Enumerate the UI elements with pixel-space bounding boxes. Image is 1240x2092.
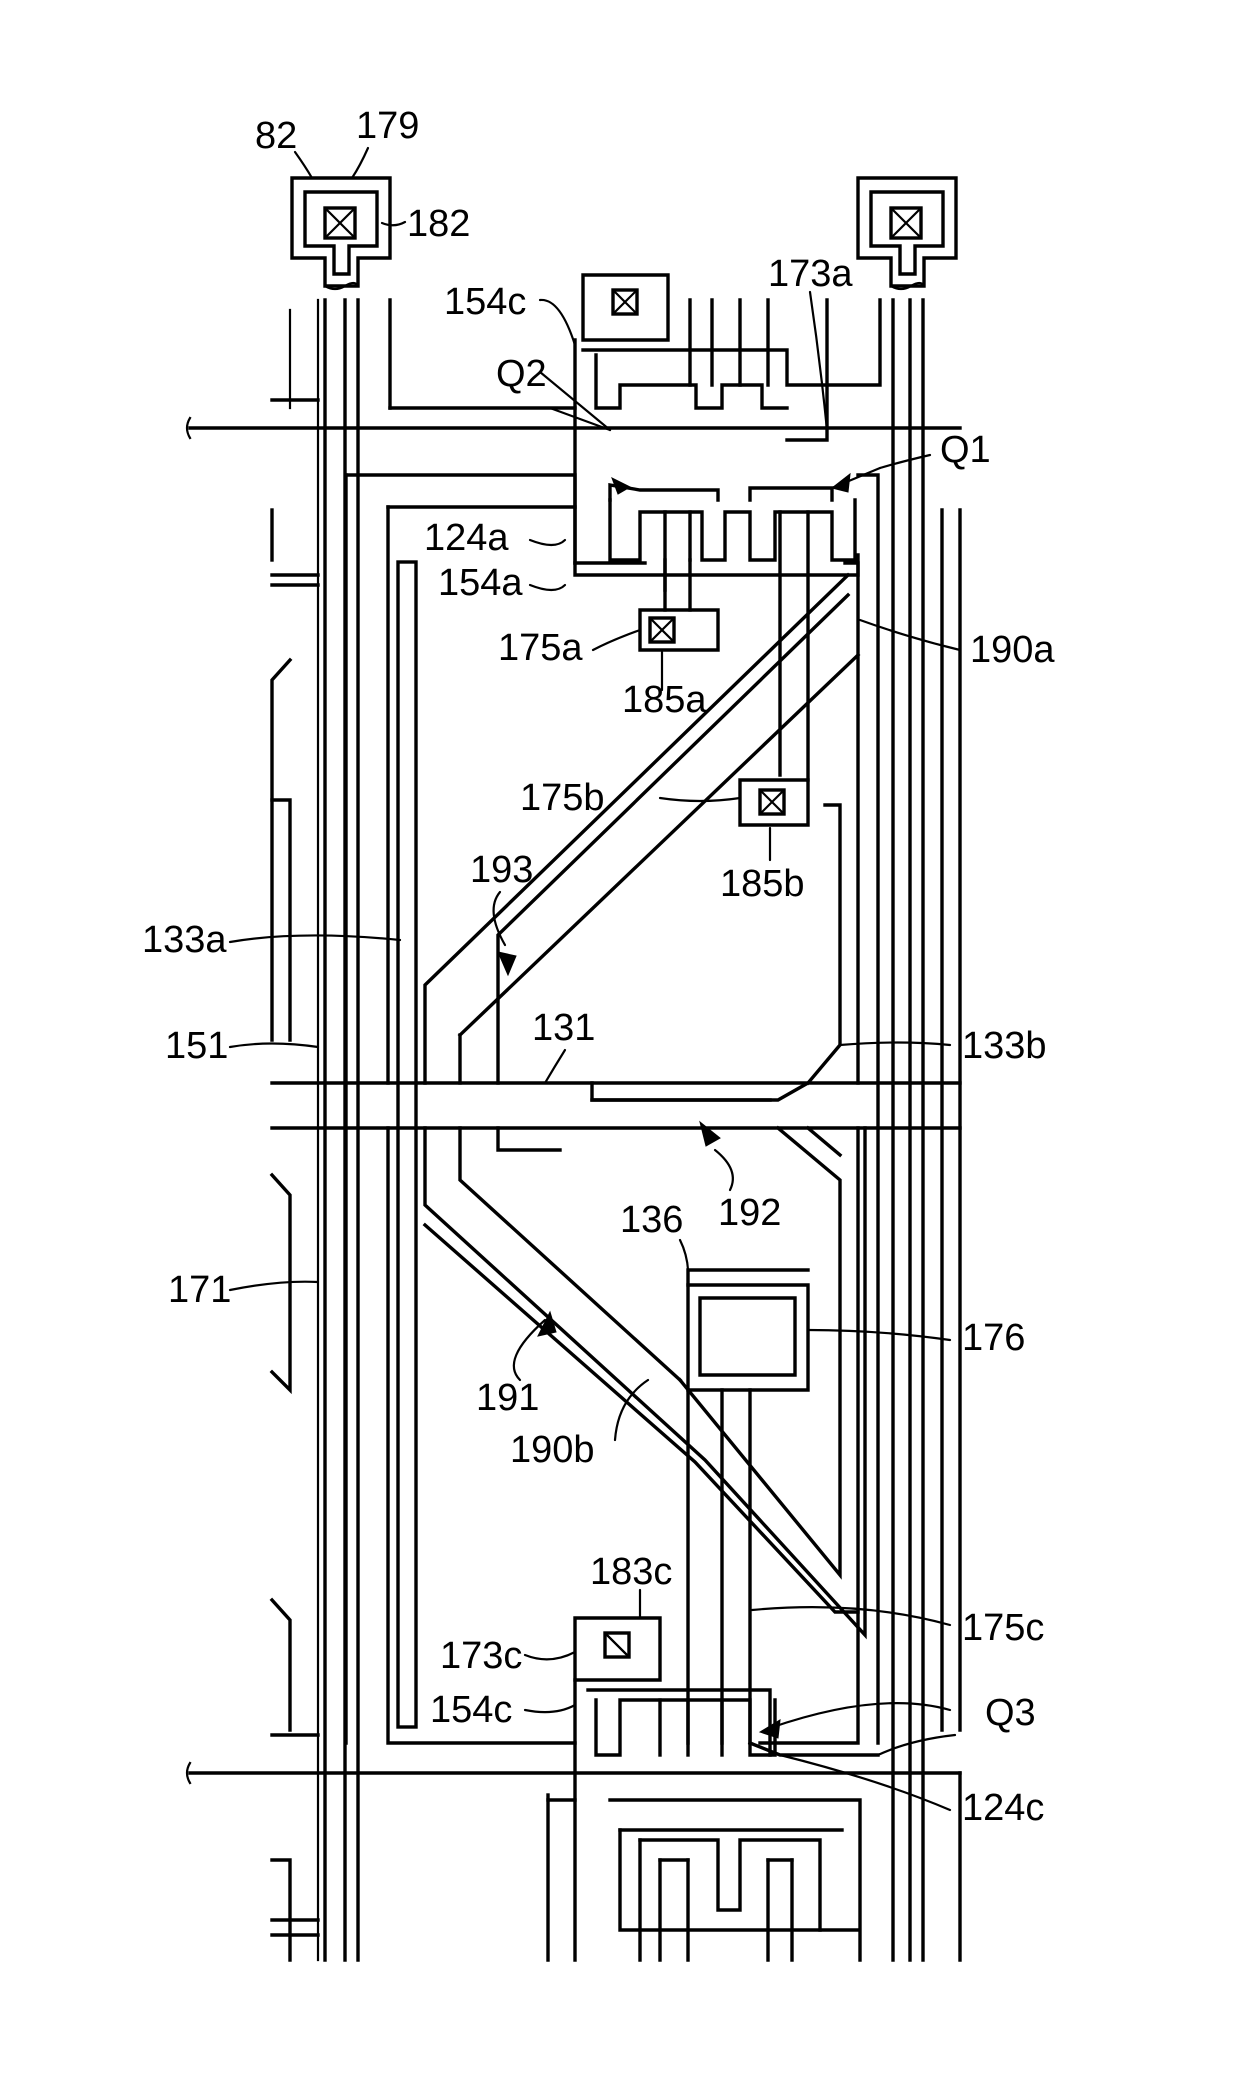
data-line-right	[893, 300, 923, 1960]
label-193: 193	[470, 849, 533, 891]
label-183c: 183c	[590, 1551, 672, 1593]
label-175b: 175b	[520, 777, 605, 819]
label-Q3: Q3	[985, 1692, 1036, 1734]
label-171: 171	[168, 1269, 231, 1311]
label-136: 136	[620, 1199, 683, 1241]
label-190b: 190b	[510, 1429, 595, 1471]
storage-line-131	[272, 1083, 960, 1128]
label-154c-bottom: 154c	[430, 1689, 512, 1731]
label-151: 151	[165, 1025, 228, 1067]
label-124c: 124c	[962, 1787, 1044, 1829]
label-82: 82	[255, 115, 297, 157]
label-154c-top: 154c	[444, 281, 526, 323]
lower-tft-region	[548, 1618, 878, 1960]
label-173a: 173a	[768, 253, 853, 295]
label-192: 192	[718, 1192, 781, 1234]
cutout-192	[592, 1083, 808, 1100]
label-154a: 154a	[438, 562, 523, 604]
label-Q2: Q2	[496, 353, 547, 395]
label-191: 191	[476, 1377, 539, 1419]
data-line-171	[318, 300, 358, 1960]
right-contact-pad	[858, 178, 956, 289]
label-173c: 173c	[440, 1635, 522, 1677]
label-131: 131	[532, 1007, 595, 1049]
label-133a: 133a	[142, 919, 227, 961]
label-124a: 124a	[424, 517, 509, 559]
label-190a: 190a	[970, 629, 1055, 671]
label-182: 182	[407, 203, 470, 245]
label-175c: 175c	[962, 1607, 1044, 1649]
label-133b: 133b	[962, 1025, 1047, 1067]
left-contact-pad	[292, 178, 390, 289]
right-edge-fragments	[942, 510, 960, 1960]
label-176: 176	[962, 1317, 1025, 1359]
label-Q1: Q1	[940, 429, 991, 471]
drain-175b-contact-185b	[740, 780, 808, 825]
left-edge-fragments	[272, 510, 318, 1960]
reference-labels: 82 179 182 154c 173a Q2 Q1 124a 154a 175…	[142, 105, 1055, 1829]
upper-tft-region	[575, 275, 880, 780]
label-185b: 185b	[720, 863, 805, 905]
label-179: 179	[356, 105, 419, 147]
label-175a: 175a	[498, 627, 583, 669]
label-185a: 185a	[622, 679, 707, 721]
